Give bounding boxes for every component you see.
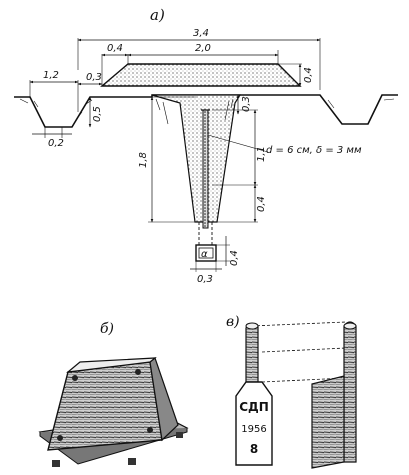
dim-ditch-depth: 0,5 (88, 96, 103, 128)
svg-text:2,0: 2,0 (195, 43, 211, 54)
panel-label-a: а) (150, 6, 165, 24)
dim-core-upper: 1,1 (212, 109, 267, 186)
dim-shoulder-right: 0,4 (278, 63, 314, 87)
svg-text:0,4: 0,4 (303, 67, 314, 83)
marker-post-drawing (235, 321, 357, 469)
marker-line-2: 1956 (241, 424, 266, 435)
marker-line-1: СДП (239, 400, 269, 414)
base-block (195, 244, 217, 262)
panel-label-c: в) (226, 314, 240, 330)
post-extension-dashed (198, 222, 213, 245)
post-note: d = 6 см, δ = 3 мм (207, 134, 362, 156)
svg-text:1,8: 1,8 (138, 152, 149, 168)
svg-text:0,5: 0,5 (92, 106, 103, 122)
dim-base-width: 0,3 (190, 261, 222, 285)
svg-text:0,3: 0,3 (241, 96, 252, 112)
svg-text:0,4: 0,4 (229, 250, 240, 266)
concrete-monolith-drawing (38, 356, 189, 467)
dim-top-width: 3,4 (77, 28, 321, 90)
dim-ditch-bottom: 0,2 (32, 127, 72, 149)
filled-pit (151, 94, 242, 223)
central-post (202, 109, 209, 229)
marker-line-3: 8 (250, 442, 258, 456)
svg-text:0,3: 0,3 (197, 274, 213, 285)
svg-text:0,4: 0,4 (107, 43, 123, 54)
svg-text:3,4: 3,4 (193, 28, 209, 39)
panel-label-b: б) (100, 321, 114, 337)
dim-bench-width: 2,0 (127, 43, 279, 64)
svg-text:0,2: 0,2 (48, 138, 64, 149)
svg-text:0,4: 0,4 (256, 196, 267, 212)
dim-berm: 0,3 (77, 72, 103, 86)
dim-core-depth: 1,8 (138, 96, 196, 223)
svg-text:1,2: 1,2 (43, 70, 59, 81)
dim-base-height: 0,4 (216, 236, 240, 266)
embankment-mound (100, 63, 302, 87)
dim-core-lower: 0,4 (212, 184, 267, 223)
svg-text:1,1: 1,1 (256, 146, 267, 162)
dim-right-ground: 0,3 (236, 94, 252, 115)
svg-text:d = 6 см, δ = 3 мм: d = 6 см, δ = 3 мм (266, 145, 362, 156)
base-mark: α (201, 249, 208, 260)
dim-ditch-width: 1,2 (29, 70, 79, 112)
svg-text:0,3: 0,3 (86, 72, 102, 83)
